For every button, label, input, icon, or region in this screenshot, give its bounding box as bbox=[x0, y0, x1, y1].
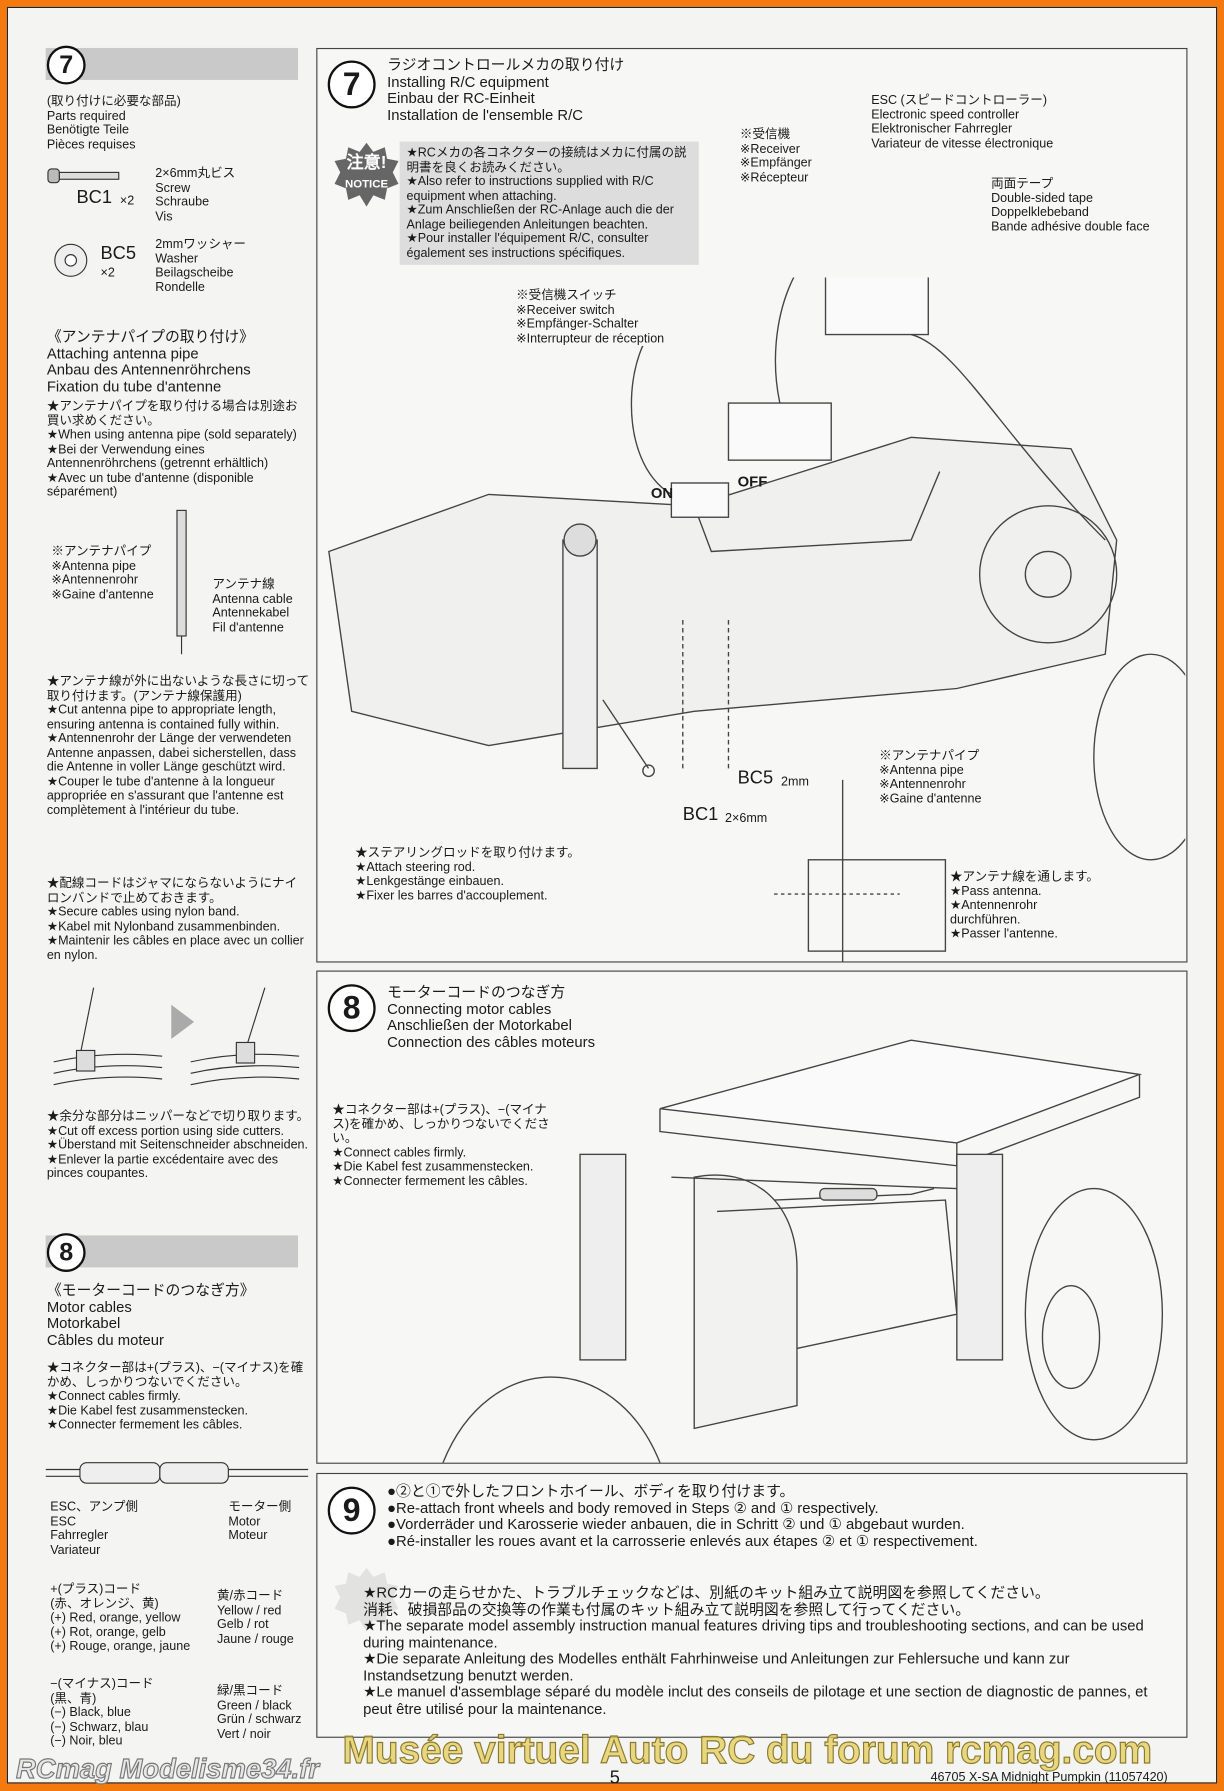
switch-off-label: OFF bbox=[737, 472, 768, 490]
plus-motor-label: 黄/赤コード Yellow / red Gelb / rot Jaune / r… bbox=[216, 1589, 294, 1646]
receiver-switch-label: ※受信機スイッチ ※Receiver switch ※Empfänger-Sch… bbox=[516, 288, 665, 346]
screw-icon bbox=[47, 168, 120, 184]
step8-panel bbox=[316, 970, 1188, 1464]
pass-antenna-text: ★アンテナ線を通します。 ★Pass antenna. ★Antennenroh… bbox=[949, 870, 1099, 942]
receiver-label: ※受信機 ※Receiver ※Empfänger ※Récepteur bbox=[739, 127, 812, 185]
maintenance-note: ★RCカーの走らせかた、トラブルチェックなどは、別紙のキット組み立て説明図を参照… bbox=[363, 1583, 1148, 1717]
step9-number: 9 bbox=[327, 1486, 376, 1535]
bc5-desc: 2mmワッシャー Washer Beilagscheibe Rondelle bbox=[155, 237, 247, 295]
antenna-pipe-text: ★アンテナパイプを取り付ける場合は別途お買い求めください。 ★When usin… bbox=[46, 399, 298, 499]
notice-label: NOTICE bbox=[344, 178, 389, 191]
step7-title: ラジオコントロールメカの取り付け Installing R/C equipmen… bbox=[387, 55, 625, 123]
product-code: 46705 X-SA Midnight Pumpkin (11057420) bbox=[930, 1770, 1168, 1785]
bc1-code: BC1 bbox=[76, 188, 113, 208]
steering-rod-text: ★ステアリングロッドを取り付けます。 ★Attach steering rod.… bbox=[355, 846, 580, 904]
nylon-band-text: ★配線コードはジャマにならないようにナイロンバンドで止めておきます。 ★Secu… bbox=[46, 876, 304, 962]
double-sided-tape-label: 両面テープ Double-sided tape Doppelklebeband … bbox=[991, 176, 1150, 235]
antenna-cable-label: アンテナ線 Antenna cable Antennekabel Fil d'a… bbox=[212, 577, 293, 635]
step8-connect-text: ★コネクター部は+(プラス)、−(マイナス)を確かめ、しっかりつないでください。… bbox=[332, 1102, 555, 1189]
step8-sidebar-header bbox=[45, 1235, 299, 1268]
chassis-illustration bbox=[328, 277, 1186, 963]
step9-text: ●②と①で外したフロントホイール、ボディを取り付けます。 ●Re-attach … bbox=[387, 1482, 978, 1549]
step7-number: 7 bbox=[327, 60, 376, 109]
step7-sidebar-number: 7 bbox=[46, 45, 86, 85]
antenna-pipe-label: ※アンテナパイプ ※Antenna pipe ※Antennenrohr ※Ga… bbox=[51, 544, 154, 602]
bc5-callout: BC5 bbox=[737, 768, 774, 788]
notice-badge-icon bbox=[334, 142, 399, 207]
minus-motor-label: 緑/黒コード Green / black Grün / schwarz Vert… bbox=[216, 1684, 302, 1741]
step8-number: 8 bbox=[327, 984, 376, 1033]
notice-text: ★RCメカの各コネクターの接続はメカに付属の説明書を良くお読みください。 ★Al… bbox=[399, 141, 699, 265]
nylon-band-illustration bbox=[53, 987, 300, 1086]
motor-side-label: モーター側 Motor Moteur bbox=[228, 1500, 292, 1543]
cut-off-text: ★余分な部分はニッパーなどで切り取ります。 ★Cut off excess po… bbox=[46, 1109, 310, 1181]
bc5-size: 2mm bbox=[780, 775, 809, 789]
bc1-desc: 2×6mm丸ビス Screw Schraube Vis bbox=[155, 166, 236, 224]
minus-cable-label: −(マイナス)コード (黒、青) (−) Black, blue (−) Sch… bbox=[50, 1677, 154, 1749]
parts-required-title: (取り付けに必要な部品) Parts required Benötigte Te… bbox=[46, 94, 181, 152]
bc1-size: 2×6mm bbox=[725, 811, 768, 826]
step9-panel bbox=[316, 1472, 1188, 1738]
rcmag-logo: RCmag Modelisme34.fr bbox=[15, 1753, 320, 1785]
step8-title: モーターコードのつなぎ方 Connecting motor cables Ans… bbox=[387, 983, 596, 1050]
esc-side-label: ESC、アンプ側 ESC Fahrregler Variateur bbox=[50, 1500, 138, 1557]
motor-illustration bbox=[442, 1039, 1164, 1463]
bc5-code: BC5 bbox=[100, 244, 137, 264]
notice-burst-icon bbox=[334, 1567, 399, 1632]
connector-illustration bbox=[45, 1462, 309, 1484]
motor-cables-title: 《モーターコードのつなぎ方》 Motor cables Motorkabel C… bbox=[46, 1281, 255, 1348]
plus-cable-label: +(プラス)コード (赤、オレンジ、黄) (+) Red, orange, ye… bbox=[50, 1582, 191, 1654]
esc-label: ESC (スピードコントローラー) Electronic speed contr… bbox=[871, 93, 1054, 151]
washer-icon bbox=[54, 243, 88, 277]
notice-badge-text: 注意! bbox=[346, 153, 387, 173]
switch-on-label: ON bbox=[650, 484, 674, 502]
page-number: 5 bbox=[609, 1768, 620, 1789]
cut-antenna-text: ★アンテナ線が外に出ないような長さに切って取り付けます。(アンテナ線保護用) ★… bbox=[46, 674, 310, 817]
bc1-callout: BC1 bbox=[682, 804, 719, 825]
watermark: Musée virtuel Auto RC du forum rcmag.com bbox=[342, 1728, 1153, 1773]
step8-sidebar-number: 8 bbox=[46, 1233, 86, 1272]
antenna-pipe-illustration bbox=[176, 509, 187, 655]
step7-sidebar-header bbox=[45, 47, 299, 80]
bc5-qty: ×2 bbox=[100, 266, 115, 280]
motor-cables-text: ★コネクター部は+(プラス)、−(マイナス)を確かめ、しっかりつないでください。… bbox=[46, 1361, 304, 1432]
antenna-pipe-callout: ※アンテナパイプ ※Antenna pipe ※Antennenrohr ※Ga… bbox=[879, 749, 982, 807]
antenna-pipe-title: 《アンテナパイプの取り付け》 Attaching antenna pipe An… bbox=[46, 327, 255, 395]
bc1-qty: ×2 bbox=[119, 194, 135, 208]
